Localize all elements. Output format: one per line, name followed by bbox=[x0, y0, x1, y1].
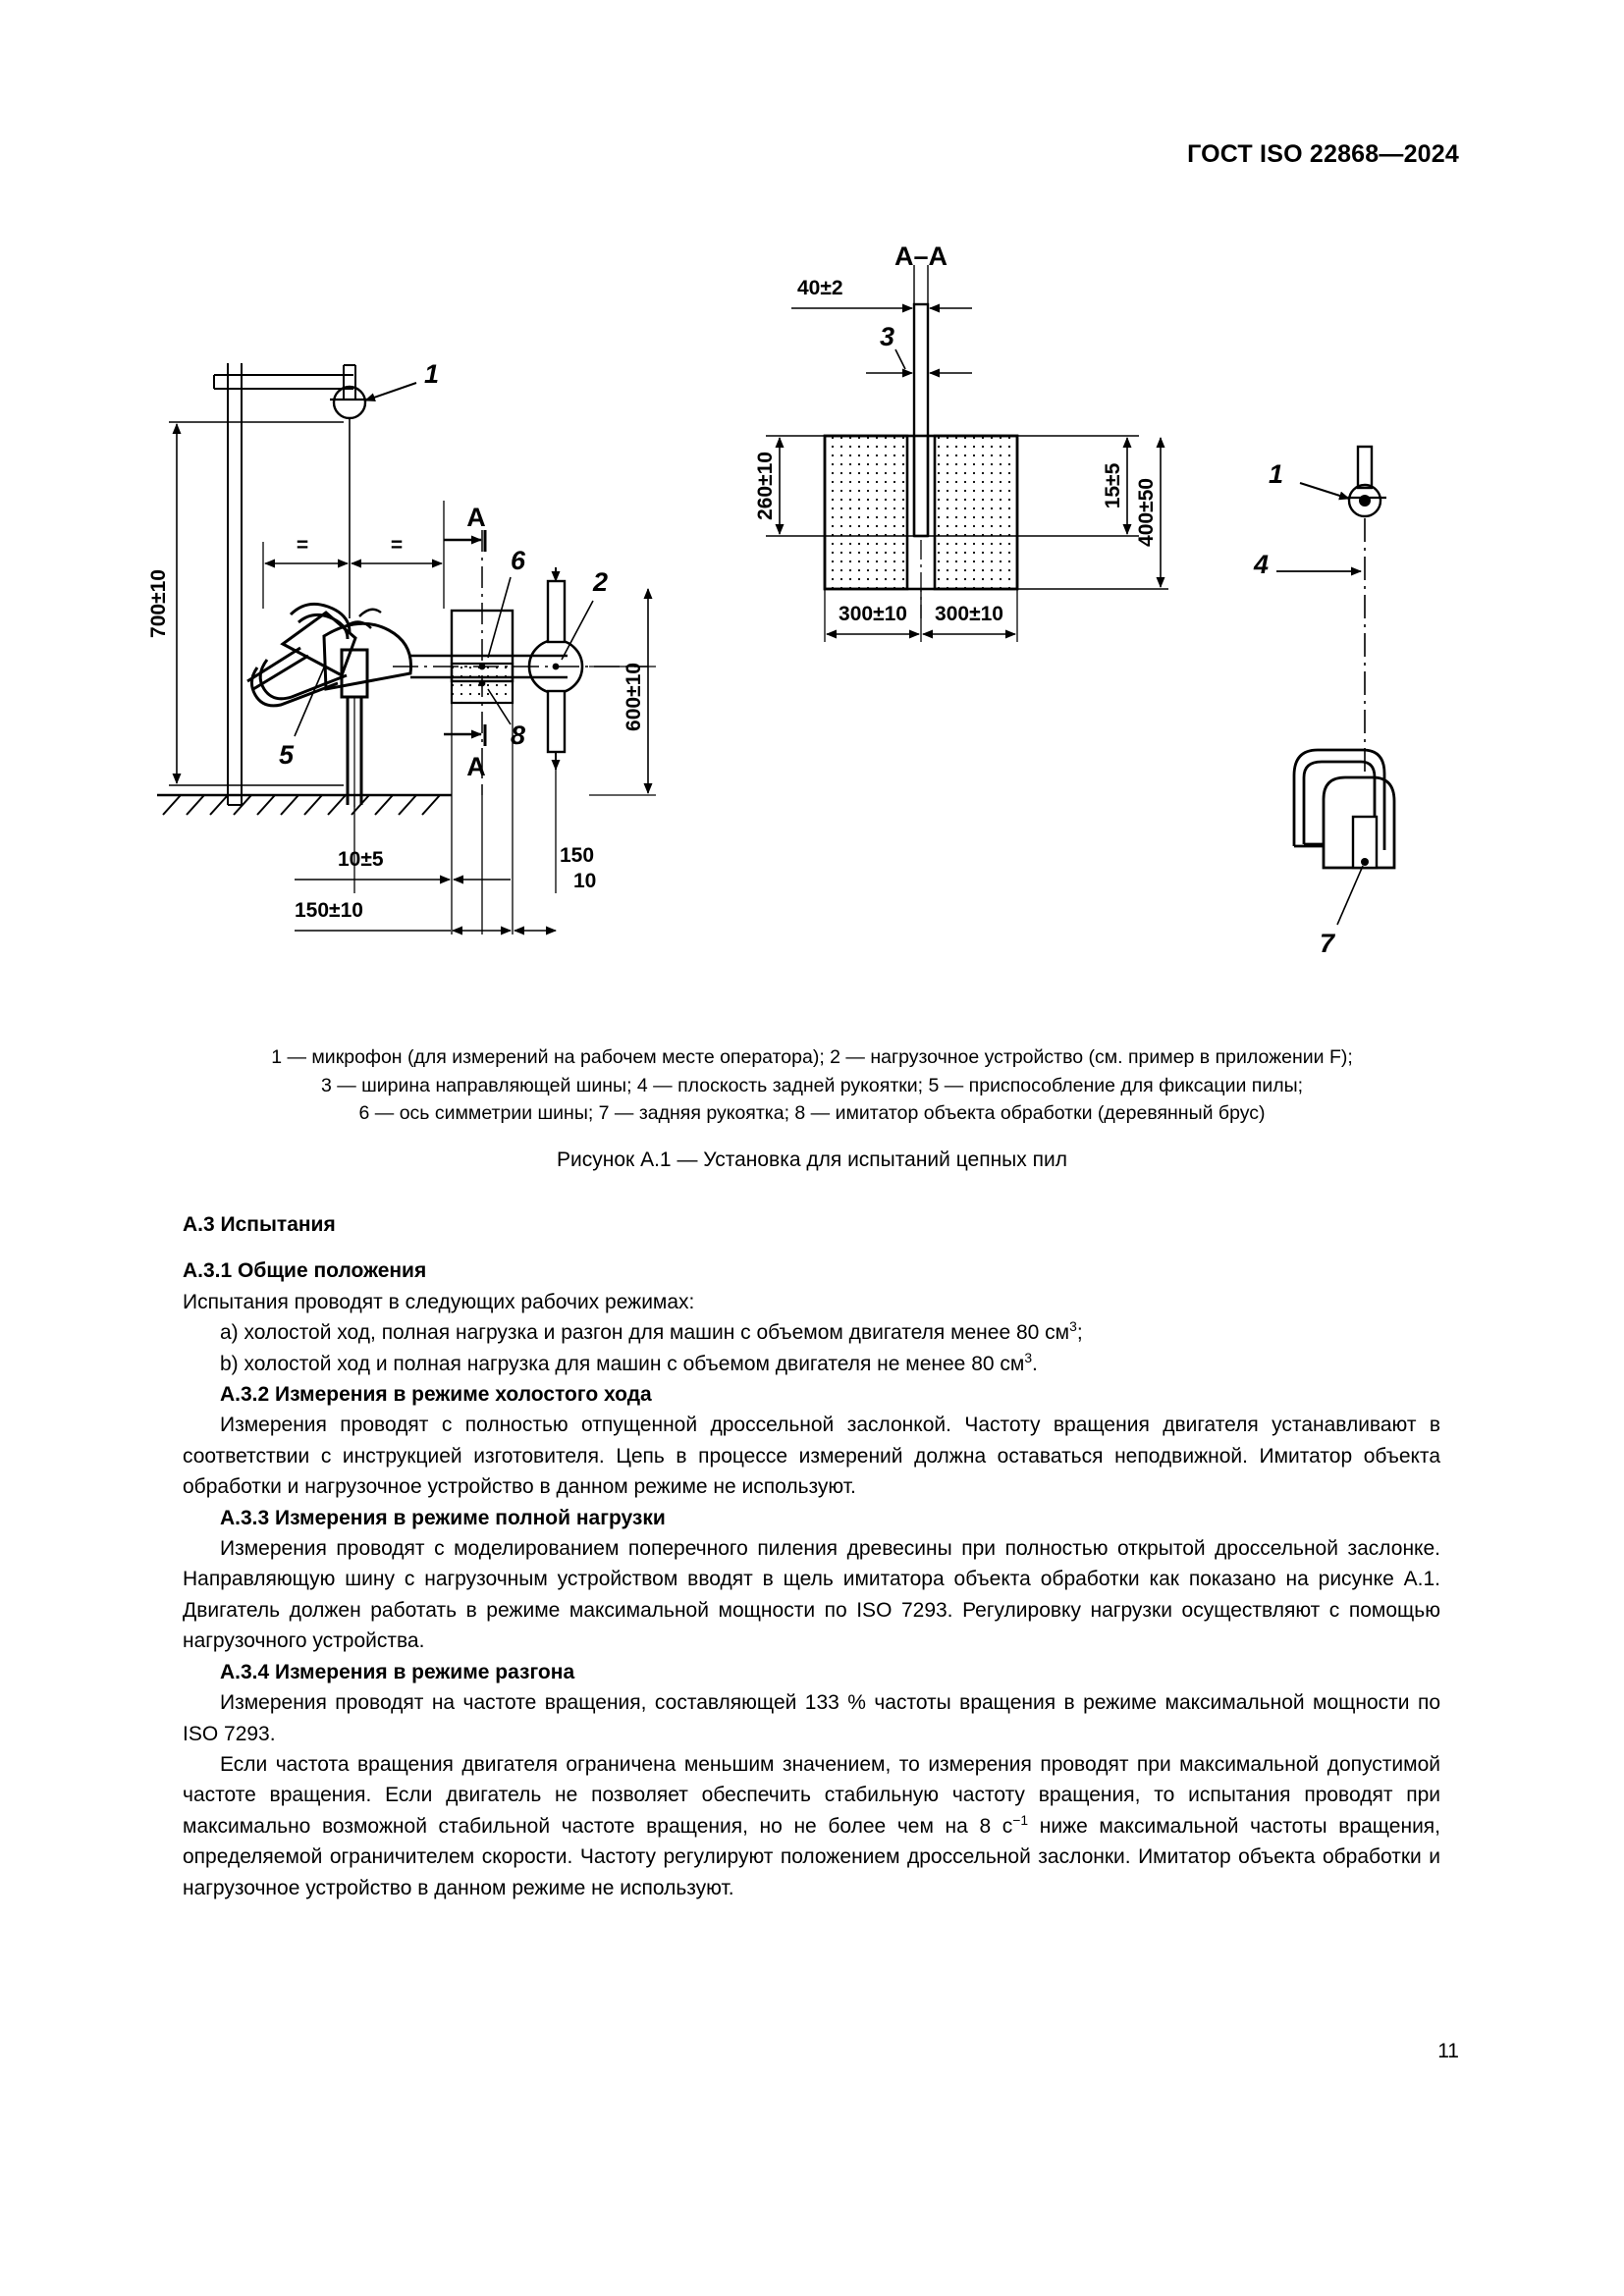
dimension-700: 700±10 bbox=[147, 569, 170, 638]
dimension-15-5: 15±5 bbox=[1102, 462, 1124, 508]
dimension-10-5: 10±5 bbox=[338, 848, 384, 871]
section-aa-view: A–A 40±2 3 bbox=[754, 241, 1168, 642]
callout-5: 5 bbox=[279, 740, 295, 770]
callout-8: 8 bbox=[511, 721, 525, 750]
chainsaw-outline bbox=[246, 602, 413, 807]
section-aa-title: A–A bbox=[894, 241, 947, 271]
legend-line-2: 3 — ширина направляющей шины; 4 — плоско… bbox=[320, 1074, 1304, 1096]
wood-block-left bbox=[823, 434, 909, 591]
paragraph-a34-2: Если частота вращения двигателя ограниче… bbox=[183, 1749, 1440, 1903]
dimension-equal-right: = bbox=[391, 534, 403, 557]
heading-a32: А.3.2 Измерения в режиме холостого хода bbox=[220, 1383, 652, 1407]
figure-caption: Рисунок А.1 — Установка для испытаний це… bbox=[557, 1148, 1067, 1171]
section-mark-a-top: A bbox=[466, 503, 486, 532]
callout-7: 7 bbox=[1320, 929, 1336, 958]
paragraph-a32: Измерения проводят с полностью отпущенно… bbox=[183, 1414, 1440, 1499]
list-item-a: а) холостой ход, полная нагрузка и разго… bbox=[183, 1317, 1440, 1348]
dimension-300-right: 300±10 bbox=[935, 603, 1003, 625]
figure-a1-drawing: 1 700±10 = = bbox=[147, 241, 1396, 958]
callout-1-right: 1 bbox=[1269, 459, 1283, 489]
dimension-stacked-150: 150 bbox=[560, 844, 594, 867]
list-item-a-text: а) холостой ход, полная нагрузка и разго… bbox=[220, 1321, 1070, 1345]
page-number: 11 bbox=[1437, 2040, 1459, 2062]
figure-a1-test-setup: 1 700±10 = = bbox=[0, 206, 1624, 1031]
list-item-b-superscript: 3 bbox=[1024, 1349, 1033, 1365]
callout-2: 2 bbox=[592, 567, 608, 597]
page-header-standard-number: ГОСТ ISO 22868—2024 bbox=[1187, 140, 1459, 168]
heading-a34: А.3.4 Измерения в режиме разгона bbox=[220, 1660, 575, 1683]
paragraph-intro: Испытания проводят в следующих рабочих р… bbox=[183, 1290, 695, 1313]
dimension-150-10: 150±10 bbox=[295, 899, 363, 922]
dimension-equal-left: = bbox=[297, 534, 308, 557]
legend-line-3: 6 — ось симметрии шины; 7 — задняя рукоя… bbox=[358, 1102, 1266, 1124]
legend-line-1: 1 — микрофон (для измерений на рабочем м… bbox=[271, 1046, 1353, 1068]
callout-4: 4 bbox=[1253, 550, 1269, 579]
paragraph-a34-2-superscript: −1 bbox=[1012, 1811, 1029, 1828]
list-item-b: b) холостой ход и полная нагрузка для ма… bbox=[183, 1349, 1440, 1379]
list-item-b-tail: . bbox=[1032, 1352, 1038, 1375]
heading-a31: А.3.1 Общие положения bbox=[183, 1259, 427, 1283]
dimension-600: 600±10 bbox=[623, 663, 645, 731]
list-item-a-tail: ; bbox=[1076, 1321, 1083, 1345]
paragraph-a34-1: Измерения проводят на частоте вращения, … bbox=[183, 1691, 1440, 1745]
callout-6: 6 bbox=[511, 546, 526, 575]
paragraph-a34-2-part2: ниже максимальной частоты вращения, опре… bbox=[183, 1814, 1441, 1899]
heading-a33: А.3.3 Измерения в режиме полной нагрузки bbox=[220, 1506, 666, 1529]
left-elevation-view: 1 700±10 = = bbox=[147, 359, 656, 935]
figure-legend: 1 — микрофон (для измерений на рабочем м… bbox=[152, 1043, 1472, 1128]
heading-a3: А.3 Испытания bbox=[183, 1213, 336, 1236]
dimension-300-left: 300±10 bbox=[839, 603, 907, 625]
list-item-a-superscript: 3 bbox=[1069, 1318, 1077, 1335]
callout-1-left: 1 bbox=[424, 359, 439, 389]
dimension-400-50: 400±50 bbox=[1135, 478, 1158, 547]
section-mark-a-bottom: A bbox=[466, 752, 486, 781]
list-item-b-text: b) холостой ход и полная нагрузка для ма… bbox=[220, 1352, 1025, 1375]
paragraph-a34-2-part1: Если частота вращения двигателя ограниче… bbox=[183, 1752, 1440, 1838]
wood-block-right bbox=[933, 434, 1019, 591]
body-text: А.3 Испытания А.3.1 Общие положения Испы… bbox=[183, 1209, 1440, 1903]
rear-handle-view: 1 4 bbox=[1253, 445, 1396, 958]
dimension-40-2: 40±2 bbox=[797, 277, 843, 299]
callout-3: 3 bbox=[880, 322, 894, 351]
dimension-stacked-10: 10 bbox=[573, 870, 596, 892]
paragraph-a33: Измерения проводят с моделированием попе… bbox=[183, 1537, 1440, 1653]
dimension-260-10: 260±10 bbox=[754, 452, 777, 520]
